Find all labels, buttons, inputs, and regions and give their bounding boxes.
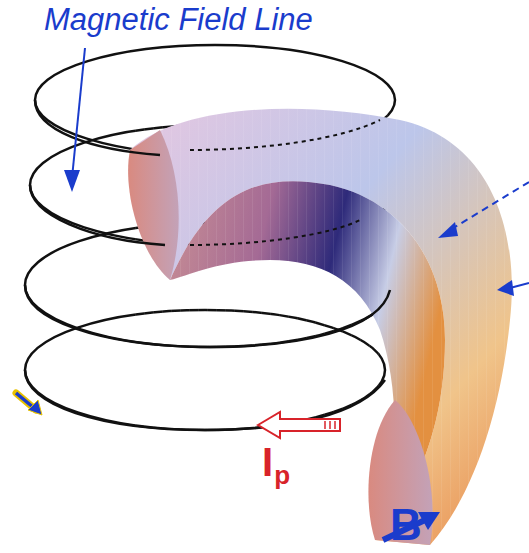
title-label: Magnetic Field Line <box>44 2 313 38</box>
label-text: I <box>262 440 273 484</box>
current-label: Ip <box>262 440 290 491</box>
current-arrow <box>258 412 340 438</box>
field-label: B <box>390 500 422 550</box>
leader-line <box>450 182 529 230</box>
leader-line <box>72 48 85 178</box>
label-text: p <box>274 460 290 490</box>
